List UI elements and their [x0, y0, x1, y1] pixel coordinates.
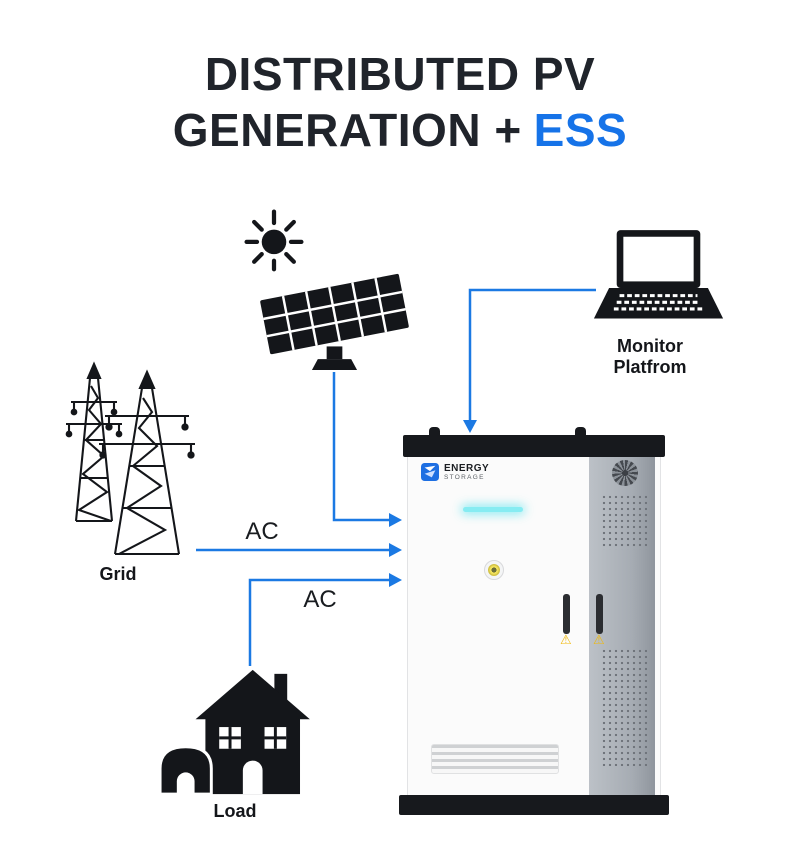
title-line2: GENERATION +ESS [0, 102, 800, 158]
ventilation-grille [431, 744, 559, 774]
energy-storage-logo-icon [421, 463, 439, 481]
status-light-bar [463, 507, 523, 512]
lifting-hook-icon [575, 427, 586, 439]
fan-vent-icon [612, 460, 638, 486]
cabinet-body: ENERGY STORAGE ⚠ ⚠ [407, 457, 661, 797]
cabinet-top-cap [403, 435, 665, 457]
door-handle-left [563, 594, 570, 634]
emergency-stop-cap [488, 564, 500, 576]
transmission-tower-icon [45, 358, 195, 558]
title-line2-accent: ESS [533, 104, 628, 156]
ess-cabinet: ENERGY STORAGE ⚠ ⚠ [399, 427, 669, 817]
house-icon [153, 664, 313, 800]
title-line2-dark: GENERATION + [172, 104, 522, 156]
brand-name: ENERGY [444, 463, 490, 474]
door-handle-right [596, 594, 603, 634]
perforated-vent-bottom [601, 648, 647, 766]
cabinet-base [399, 795, 669, 815]
brand-subname: STORAGE [444, 474, 485, 481]
ac-label-grid: AC [245, 518, 279, 545]
load-label: Load [213, 801, 257, 821]
title-line1: DISTRIBUTED PV [204, 48, 596, 100]
cabinet-side-panel [589, 457, 655, 795]
grid-label: Grid [99, 564, 137, 584]
laptop-icon [592, 228, 725, 331]
monitor-label-line1: Monitor [617, 336, 683, 356]
perforated-vent-top [601, 494, 647, 550]
brand-logo: ENERGY STORAGE [421, 463, 489, 481]
brand-text: ENERGY STORAGE [444, 463, 489, 481]
solar-panel-icon [256, 260, 413, 373]
page-title: DISTRIBUTED PV GENERATION +ESS [0, 46, 800, 158]
monitor-label-line2: Platfrom [613, 357, 687, 377]
lifting-hook-icon [429, 427, 440, 439]
ac-label-load: AC [303, 586, 337, 613]
warning-triangle-icon: ⚠ [593, 632, 605, 647]
emergency-stop-button [484, 560, 504, 580]
solar-to-cabinet-line [332, 372, 389, 522]
warning-triangle-icon: ⚠ [560, 632, 572, 647]
sun-icon [238, 206, 310, 274]
monitor-platform-label: Monitor Platfrom [575, 336, 725, 378]
